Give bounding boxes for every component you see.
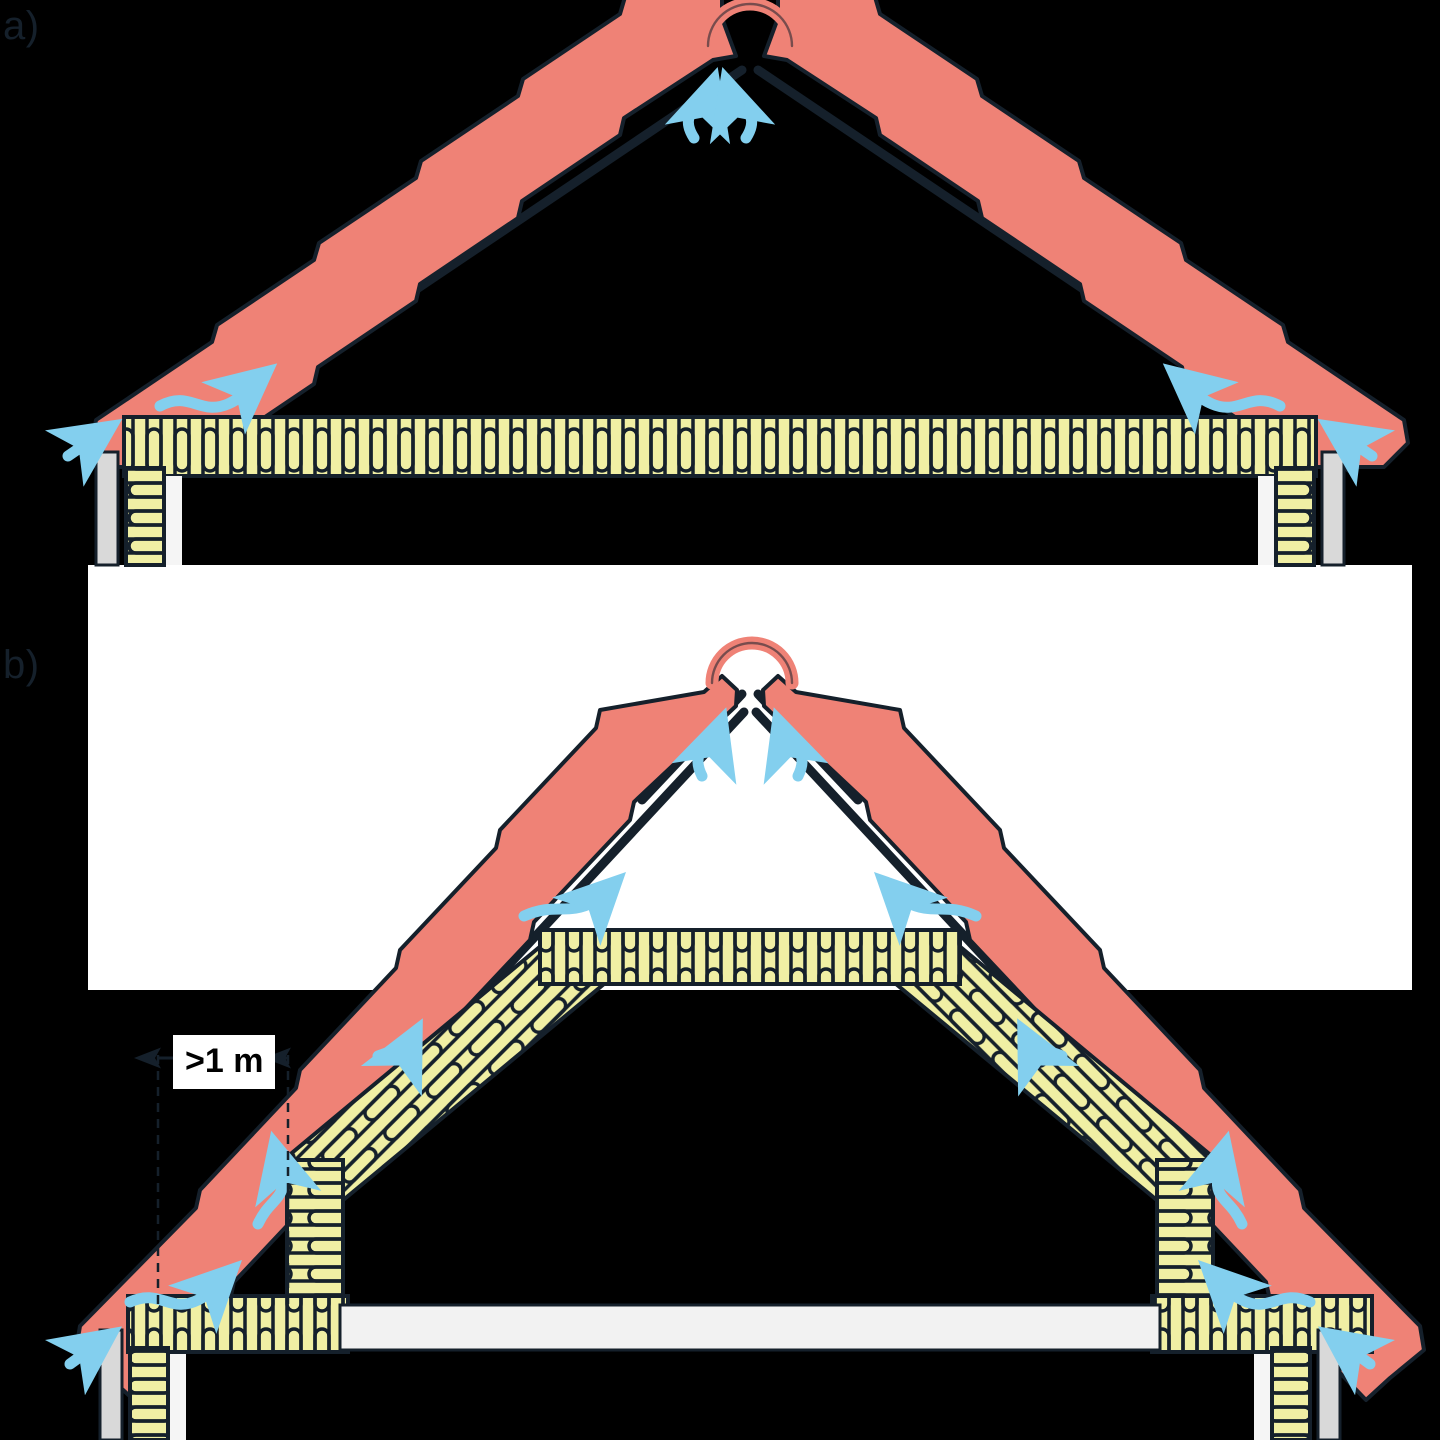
panel-a-wall-right-lining xyxy=(1258,476,1274,565)
panel-a-roof-covering xyxy=(90,0,1410,469)
panel-a-ceiling-insulation xyxy=(122,415,1318,478)
panel-b-wall-right-lining xyxy=(1254,1354,1270,1440)
panel-b-floor-slab xyxy=(338,1303,1162,1352)
panel-b-collar-insulation xyxy=(538,928,962,986)
panel-b-wall-left-insulation xyxy=(128,1346,170,1440)
panel-b-airflow-arrows xyxy=(45,707,1395,1396)
panel-a-wall-left-lining xyxy=(166,476,182,565)
panel-a-wall-left-outer xyxy=(94,450,120,567)
panel-label-b: b) xyxy=(3,643,40,687)
panel-a-wall-left-insulation xyxy=(124,466,166,567)
panel-b-wall-right-insulation xyxy=(1270,1346,1312,1440)
panel-b-group xyxy=(45,636,1426,1440)
panel-label-a: a) xyxy=(3,4,40,48)
panel-a-group xyxy=(44,0,1410,567)
panel-a-wall-right-insulation xyxy=(1274,466,1316,567)
panel-b-backdrop xyxy=(88,565,1412,990)
dimension-label: >1 m xyxy=(173,1035,276,1089)
panel-a-wall-right-outer xyxy=(1320,450,1346,567)
panel-b-wall-left-lining xyxy=(170,1354,186,1440)
panel-a-airflow-arrows xyxy=(44,67,1396,487)
